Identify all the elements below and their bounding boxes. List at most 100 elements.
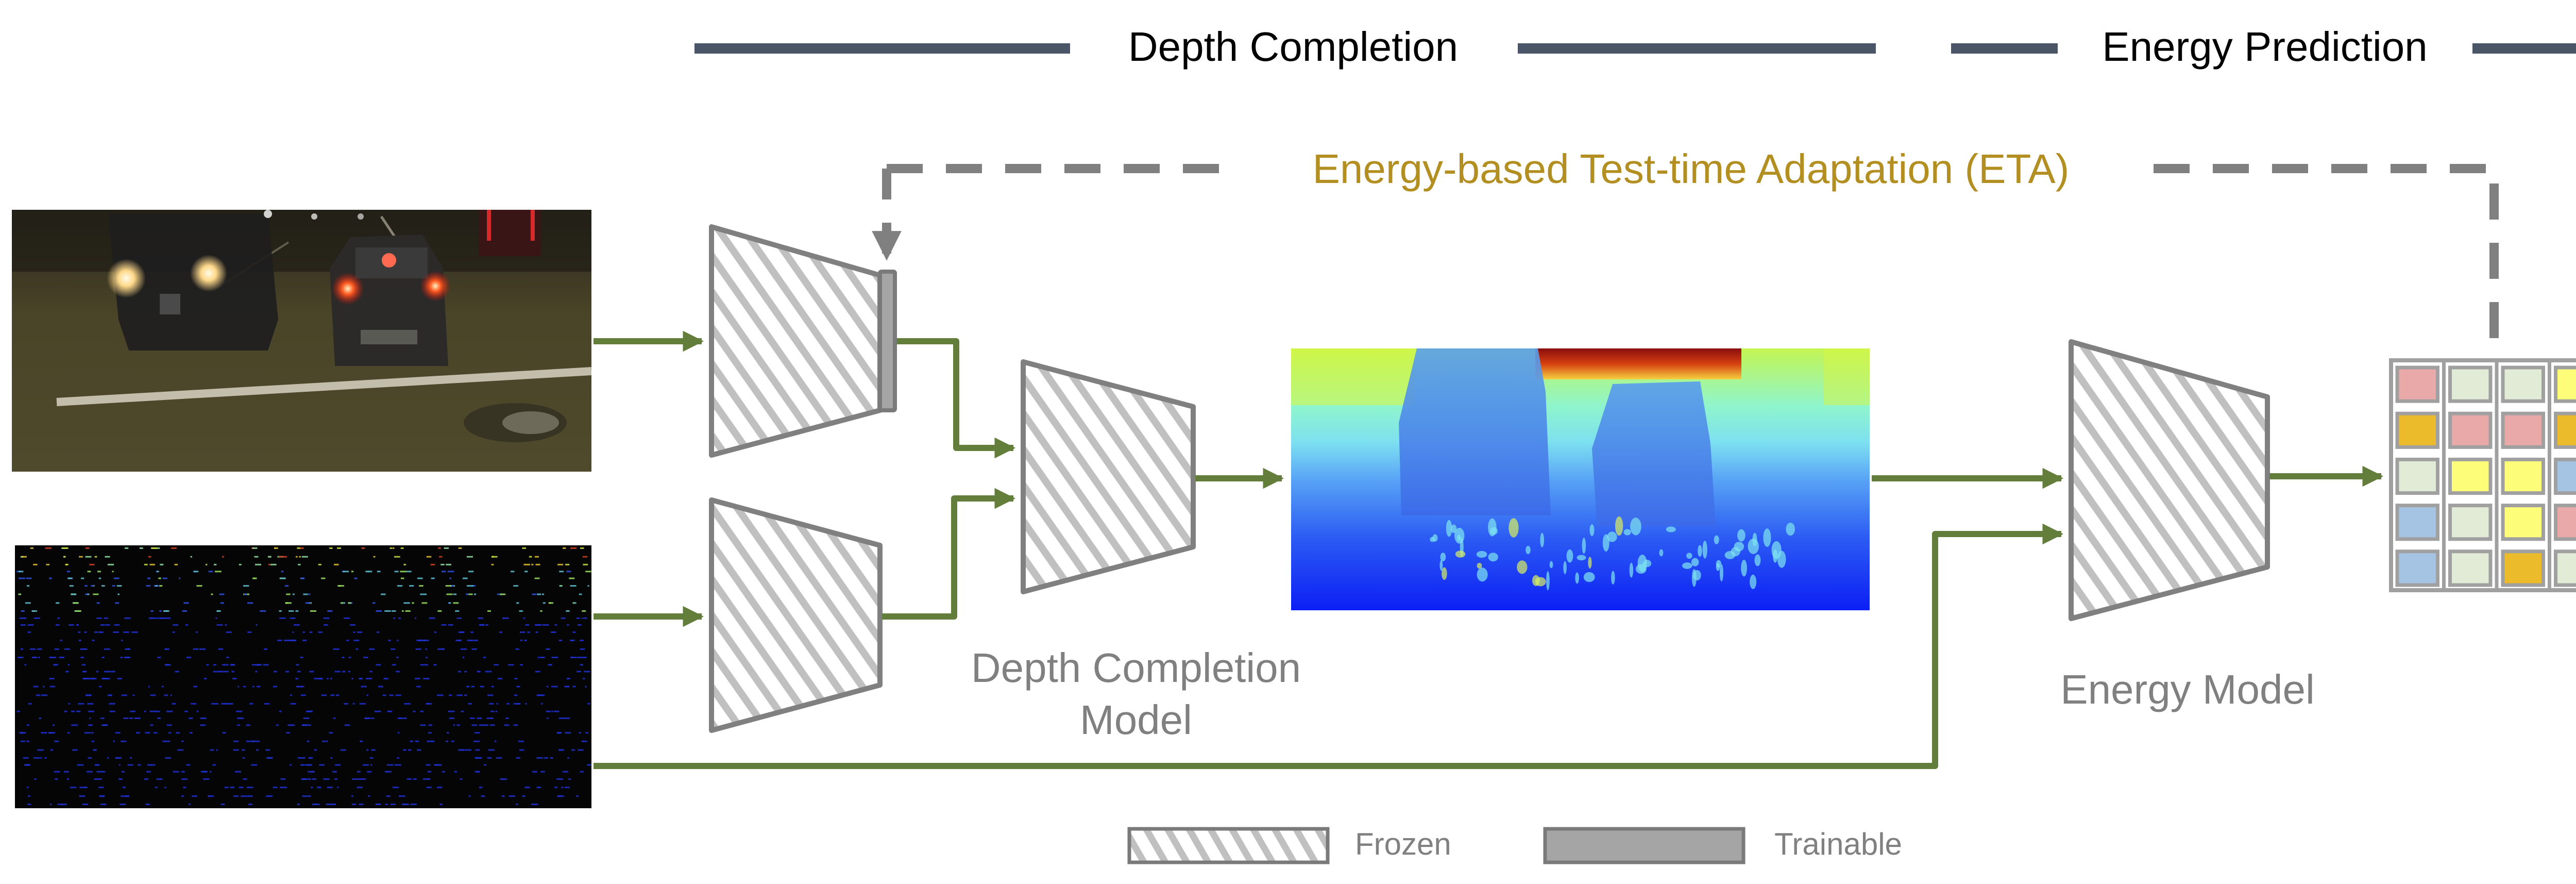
lidar-point xyxy=(437,787,443,789)
lidar-point xyxy=(351,803,356,805)
lidar-point xyxy=(189,803,191,805)
lidar-point xyxy=(346,639,349,641)
lidar-point xyxy=(238,686,240,688)
lidar-point xyxy=(117,678,122,680)
lidar-point xyxy=(420,710,424,712)
lidar-point xyxy=(496,703,498,705)
lidar-point xyxy=(441,571,446,573)
lidar-point xyxy=(84,585,88,587)
lidar-point xyxy=(525,624,530,626)
lidar-point xyxy=(453,602,459,604)
lidar-point xyxy=(519,610,523,612)
lidar-point xyxy=(244,593,247,595)
energy-cell-lightgreen xyxy=(2448,365,2493,403)
lidar-point xyxy=(94,556,97,558)
lidar-point xyxy=(131,631,138,633)
depth-speckle xyxy=(1682,562,1692,569)
lidar-point xyxy=(396,656,399,658)
lidar-point xyxy=(84,787,88,789)
lidar-point xyxy=(474,757,482,759)
lidar-point xyxy=(453,593,457,595)
lidar-point xyxy=(563,547,566,549)
lidar-point xyxy=(300,764,304,766)
lidar-point xyxy=(389,547,392,549)
lidar-point xyxy=(445,585,452,587)
lidar-point xyxy=(216,610,219,612)
lidar-point xyxy=(301,556,308,558)
lidar-point xyxy=(400,571,406,573)
lidar-point xyxy=(283,639,290,641)
lidar-point xyxy=(392,787,399,789)
lidar-point xyxy=(535,671,540,673)
lidar-point xyxy=(233,749,239,751)
lidar-point xyxy=(254,556,259,558)
lidar-point xyxy=(362,764,369,766)
lidar-point xyxy=(172,703,176,705)
lidar-point xyxy=(361,547,365,549)
lidar-point xyxy=(330,678,332,680)
lidar-point xyxy=(333,563,339,565)
lidar-point xyxy=(221,803,225,805)
lidar-point xyxy=(33,757,40,759)
depth-speckle xyxy=(1659,549,1664,557)
lidar-point xyxy=(510,571,515,573)
lidar-point xyxy=(21,610,25,612)
lidar-point xyxy=(237,724,240,726)
lidar-point xyxy=(371,717,375,719)
lidar-point xyxy=(109,703,115,705)
lidar-point xyxy=(20,740,25,742)
depth-speckle xyxy=(1455,551,1466,558)
lidar-point xyxy=(301,694,306,696)
lidar-point xyxy=(394,556,400,558)
lidar-point xyxy=(54,648,59,650)
lidar-point xyxy=(513,724,518,726)
depth-speckle xyxy=(1526,545,1531,555)
lidar-point xyxy=(564,787,570,789)
lidar-point xyxy=(442,771,446,773)
lidar-point xyxy=(515,648,519,650)
lidar-point xyxy=(413,778,417,780)
lidar-point xyxy=(329,547,333,549)
sparse-depth-input-image xyxy=(15,545,591,808)
lidar-point xyxy=(280,787,282,789)
lidar-point xyxy=(23,757,29,759)
lidar-point xyxy=(302,639,307,641)
lidar-point xyxy=(305,602,311,604)
lidar-point xyxy=(434,631,437,633)
lidar-point xyxy=(366,749,369,751)
header-bar-left xyxy=(1951,43,2058,54)
lidar-point xyxy=(369,648,375,650)
lidar-point xyxy=(536,787,541,789)
lidar-point xyxy=(52,724,55,726)
lidar-point xyxy=(89,563,95,565)
lidar-point xyxy=(71,593,77,595)
lidar-point xyxy=(84,631,87,633)
depth-speckle xyxy=(1477,562,1482,569)
lidar-point xyxy=(307,764,313,766)
lidar-point xyxy=(104,648,110,650)
lidar-point xyxy=(205,563,208,565)
lidar-point xyxy=(213,703,218,705)
lidar-point xyxy=(414,617,417,619)
lidar-point xyxy=(284,585,289,587)
lidar-point xyxy=(280,778,286,780)
lidar-point xyxy=(124,656,131,658)
lidar-point xyxy=(27,624,34,626)
lidar-point xyxy=(480,686,484,688)
lidar-point xyxy=(384,610,391,612)
lidar-point xyxy=(437,648,444,650)
lidar-point xyxy=(61,803,67,805)
lidar-point xyxy=(582,678,585,680)
depth-speckle xyxy=(1439,560,1443,571)
lidar-point xyxy=(402,610,404,612)
lidar-point xyxy=(547,717,549,719)
lidar-point xyxy=(404,803,410,805)
lidar-point xyxy=(127,764,133,766)
lidar-point xyxy=(537,593,541,595)
lidar-point xyxy=(105,624,110,626)
lidar-point xyxy=(243,778,247,780)
lidar-point xyxy=(426,556,432,558)
lidar-point xyxy=(557,563,564,565)
lidar-point xyxy=(284,556,287,558)
lidar-point xyxy=(71,710,75,712)
